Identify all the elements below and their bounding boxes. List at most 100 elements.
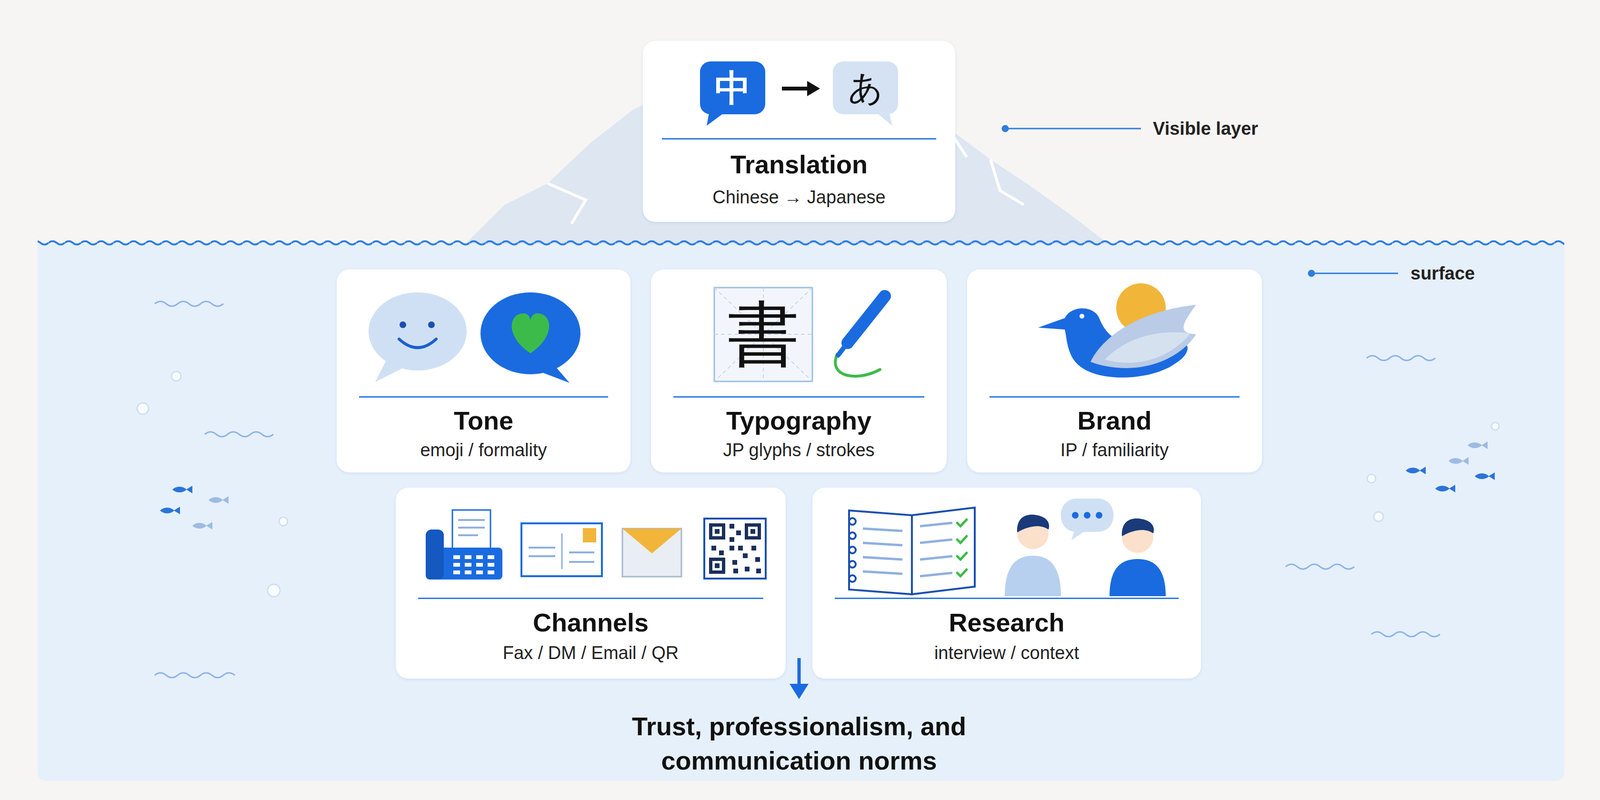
typography-icon-part <box>838 343 847 356</box>
channels-icons-part <box>452 510 491 553</box>
air-bubbles-part <box>279 517 288 526</box>
card-divider <box>834 597 1179 600</box>
channels-icons-part-part <box>756 568 761 574</box>
research-icons-part <box>1060 498 1114 532</box>
channels-icons-part-part <box>476 555 483 560</box>
translation-icon-part <box>807 80 820 97</box>
card-subtitle: emoji / formality <box>336 438 631 462</box>
research-icons-part-part <box>849 560 856 568</box>
card-subtitle: IP / familiarity <box>967 438 1262 462</box>
water-ripples-part <box>154 672 235 678</box>
research-icons-part <box>911 507 975 595</box>
channels-icons-part-part <box>712 560 722 571</box>
channels-icons-part-part <box>750 529 756 534</box>
water-ripples-part <box>1285 564 1355 570</box>
research-icons-part <box>1017 517 1049 550</box>
channels-icons-part-part <box>755 557 760 562</box>
typography-icon-part <box>847 296 885 343</box>
air-bubbles-part <box>1373 511 1384 522</box>
channels-icons-part-part <box>736 530 741 536</box>
research-icons-part <box>1121 518 1154 537</box>
brand-icon-part <box>1090 304 1197 369</box>
card-divider <box>661 138 937 140</box>
channels-icons-part-part <box>709 557 726 574</box>
brand-icon-part <box>1038 308 1188 378</box>
air-bubbles-part <box>1367 474 1376 483</box>
translation-icon-part <box>706 110 725 126</box>
fish-school-part <box>172 485 193 494</box>
channels-icons-part-part <box>464 555 472 560</box>
channels-icons-part-part <box>742 553 748 559</box>
water-ripples-part <box>204 431 274 437</box>
leader-lines <box>1002 125 1399 277</box>
research-icons-part-part <box>920 539 953 543</box>
topic-card: TranslationChinese → Japanese <box>642 40 956 222</box>
card-title: Research <box>812 606 1201 639</box>
tone-icon-part <box>541 365 570 383</box>
air-bubbles-part <box>137 402 149 415</box>
channels-icons-part <box>714 529 756 569</box>
research-icons-part-part <box>849 575 856 582</box>
channels-icons-part-part <box>464 562 472 567</box>
topic-card: Toneemoji / formality <box>336 269 631 473</box>
fish-school-part <box>1467 441 1488 450</box>
research-icons-part-part <box>862 542 903 546</box>
channels-icons-part <box>521 523 602 577</box>
channels-icons-part <box>569 560 595 563</box>
channels-icons-part-part <box>719 550 724 556</box>
research-icons-part <box>1071 511 1079 519</box>
typography-icon-part-part <box>714 287 813 382</box>
water-ripples-part <box>154 301 224 307</box>
tone-icon-part <box>428 321 435 329</box>
research-icons-part <box>1083 511 1091 519</box>
typography-icon <box>714 287 885 382</box>
topic-card: Researchinterview / context <box>812 487 1201 679</box>
channels-icons-part-part <box>744 523 761 540</box>
typography-icon-part <box>835 354 880 377</box>
topic-card: TypographyJP glyphs / strokes <box>650 269 947 473</box>
tone-icon-part <box>368 292 467 371</box>
research-icons-part-part <box>849 546 856 554</box>
typography-icon-part-part <box>714 287 813 382</box>
research-icons-part-part <box>920 556 953 560</box>
tone-icon <box>368 292 581 383</box>
result-arrow-part <box>797 658 801 686</box>
brand-icon-part <box>1116 283 1166 333</box>
fish-school-part <box>1435 484 1456 493</box>
fish-school-part <box>1405 466 1426 475</box>
research-icons-part-part <box>862 528 903 531</box>
tone-icon-part <box>375 359 404 382</box>
channels-icons-part-part <box>733 568 739 574</box>
typography-icon-part-part <box>762 287 764 382</box>
water-ripples-part <box>1371 631 1440 637</box>
research-icons-part <box>1121 521 1154 553</box>
channels-icons-part-part <box>464 570 472 575</box>
brand-icon <box>1038 283 1197 378</box>
channels-icons-part <box>622 528 682 554</box>
air-bubbles-part <box>1491 422 1500 430</box>
research-icons-part <box>849 510 912 595</box>
card-subtitle: Fax / DM / Email / QR <box>395 641 786 665</box>
channels-icons-part-part <box>751 545 757 551</box>
water-part <box>37 243 1565 781</box>
channels-icons-part-part <box>453 570 460 575</box>
channels-icons-part <box>622 528 682 577</box>
channels-icons-part <box>458 526 485 529</box>
channels-icons-part <box>582 528 597 543</box>
card-title: Typography <box>650 404 947 437</box>
brand-icon-part <box>1079 313 1085 319</box>
channels-icons-part-part <box>487 570 495 575</box>
research-icons-part-part <box>957 569 967 577</box>
tone-icon-part <box>399 339 437 348</box>
typography-icon-part <box>714 287 813 382</box>
channels-icons-part-part <box>729 545 735 551</box>
research-icons-part-part <box>920 522 953 527</box>
leader-lines-part <box>1002 125 1009 132</box>
channels-icons-part-part <box>476 562 483 567</box>
channels-icons-part <box>569 551 595 554</box>
research-icons-part-part <box>957 536 967 543</box>
card-title: Tone <box>336 404 631 437</box>
leader-lines-part <box>1005 128 1141 130</box>
